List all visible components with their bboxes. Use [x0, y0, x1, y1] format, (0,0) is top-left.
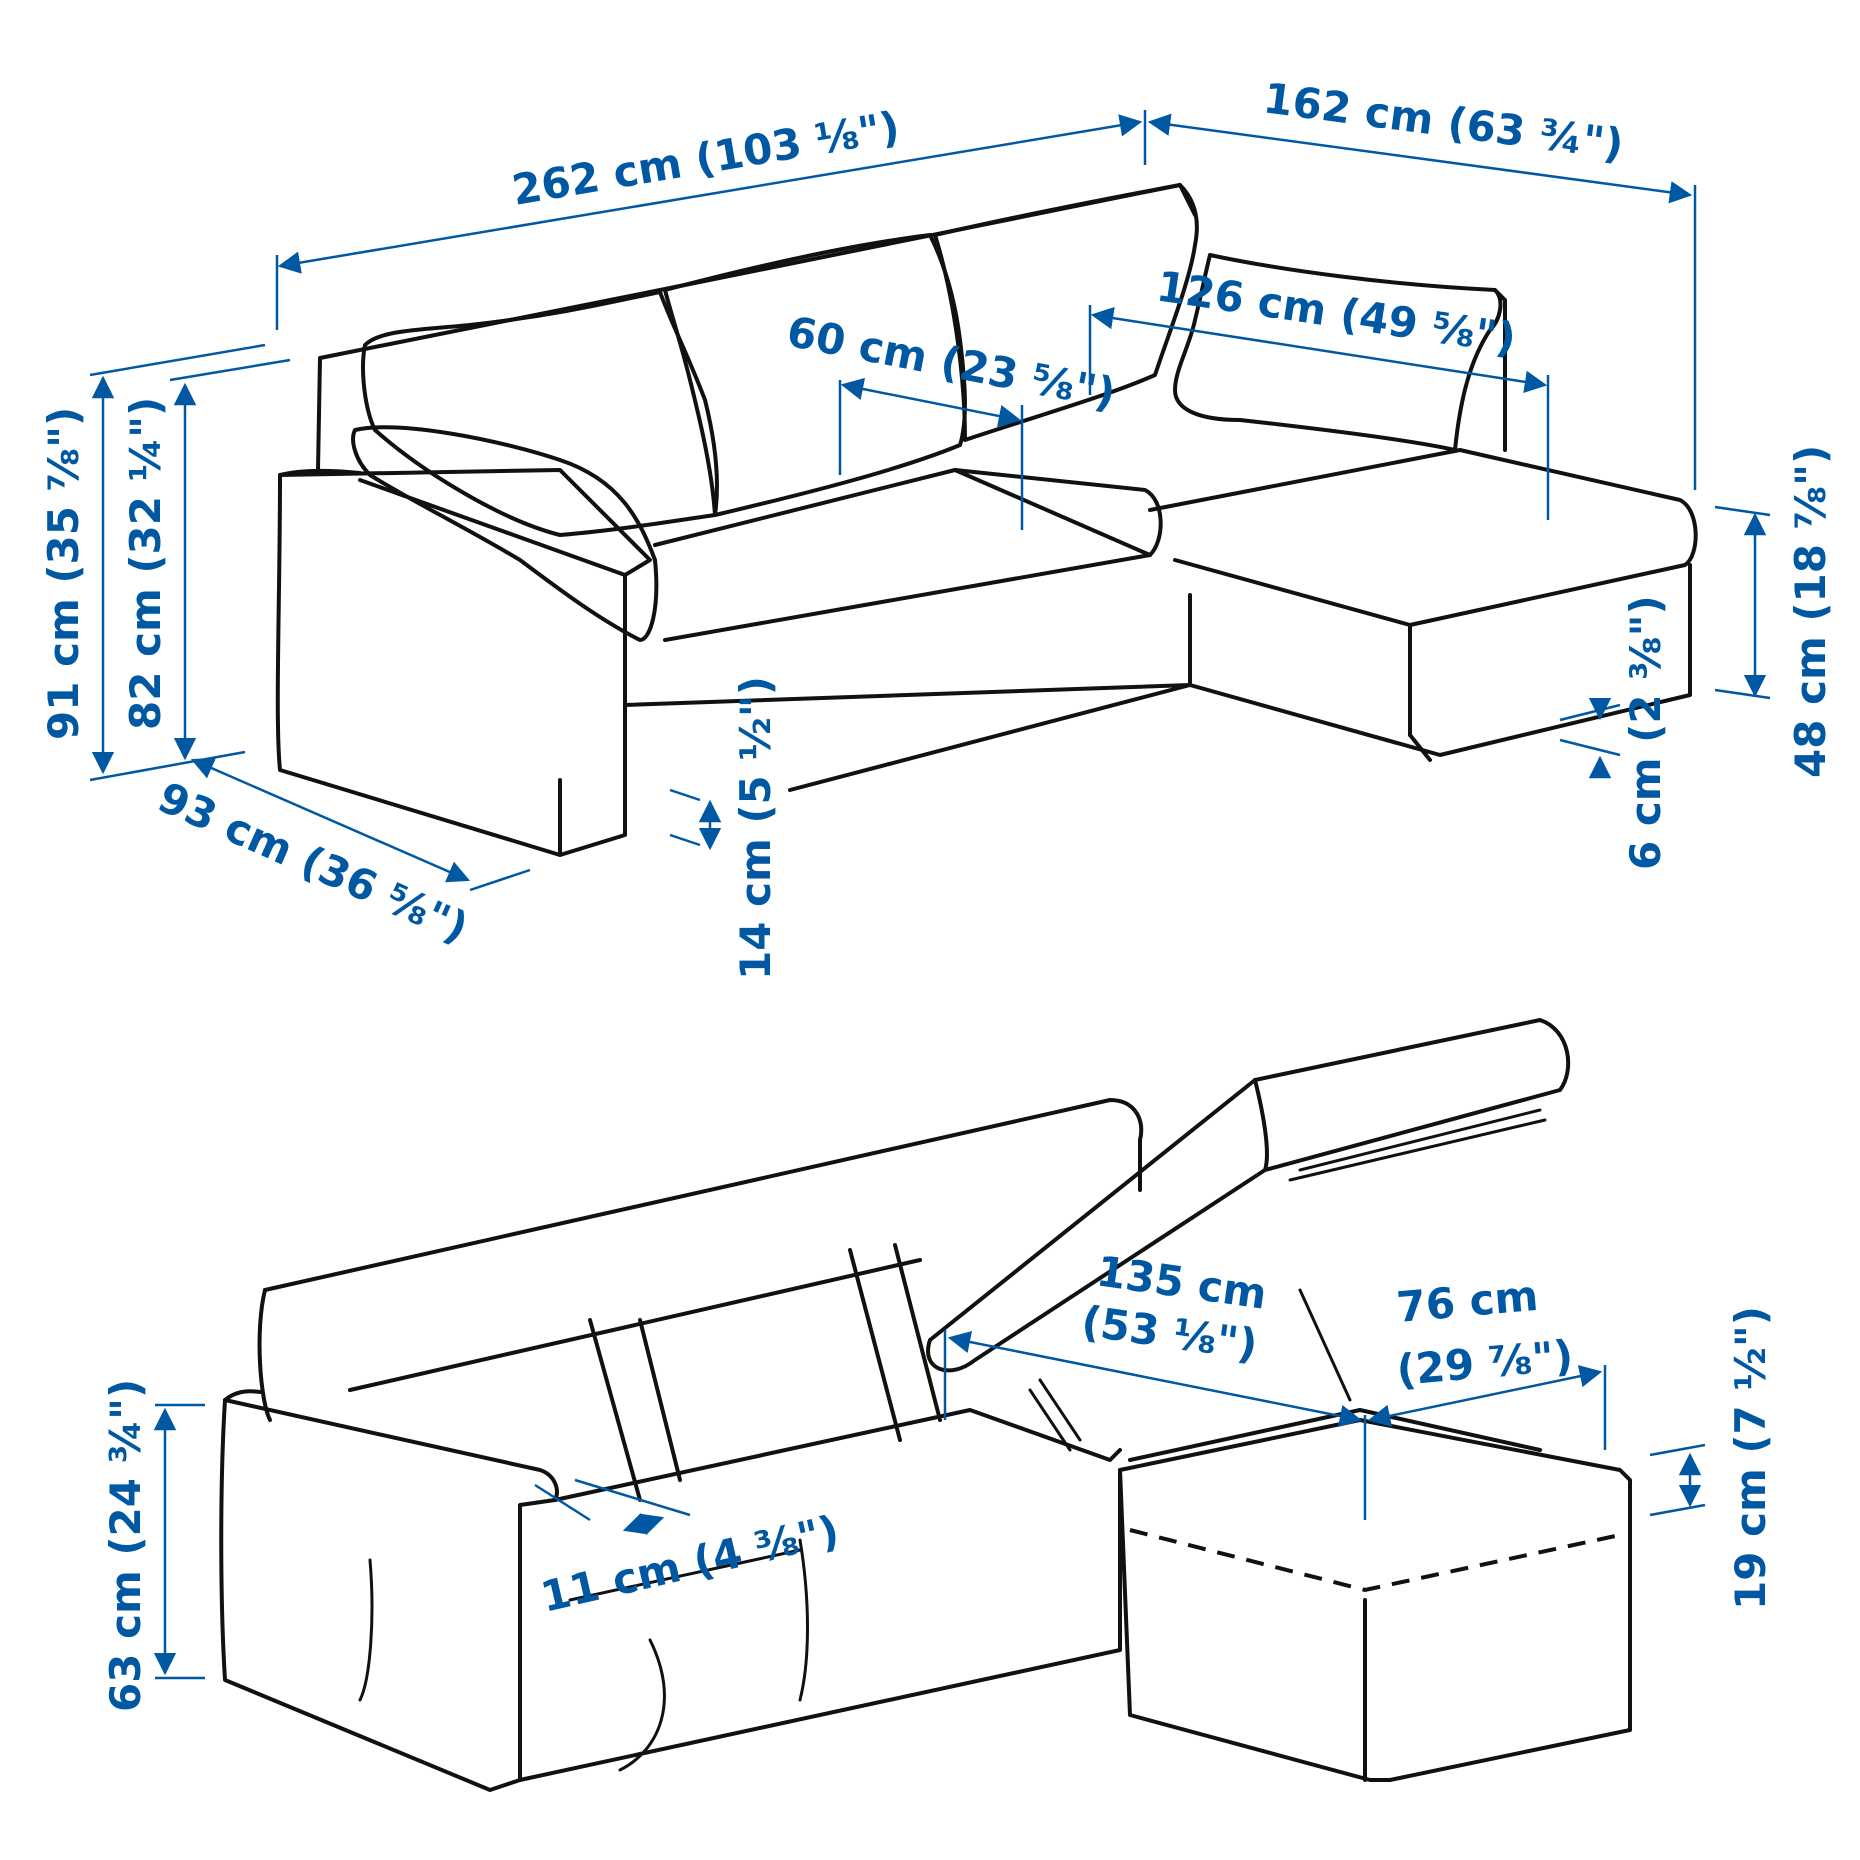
front-skirt-open	[518, 1468, 1122, 1782]
total-height-label: 91 cm (35 ⅞")	[39, 407, 88, 740]
left-armrest	[275, 468, 652, 857]
seat-height-label: 48 cm (18 ⅞")	[1786, 445, 1835, 778]
storage-compartment-outline	[1129, 1528, 1621, 1593]
leg-clearance-label: 14 cm (5 ½")	[731, 676, 780, 980]
main-seat	[653, 468, 1163, 642]
chaise-leg-clearance-label: 6 cm (2 ⅜")	[1621, 595, 1670, 870]
left-armrest-pillow	[351, 425, 659, 642]
back-height-label: 82 cm (32 ¼")	[121, 397, 170, 730]
storage-width-imperial-label: (29 ⅞")	[1395, 1331, 1575, 1395]
chaise-storage-box	[1118, 1418, 1632, 1782]
sofa-back-top	[263, 1098, 1144, 1292]
sofa-top-illustration	[275, 183, 1698, 857]
dimension-lines	[89, 110, 1771, 1680]
seat-platform	[553, 1408, 1122, 1502]
seat-depth-label: 60 cm (23 ⅝")	[783, 307, 1119, 419]
chaise-depth-label: 162 cm (63 ¾")	[1261, 73, 1627, 169]
storage-depth-label: 19 cm (7 ½")	[1726, 1306, 1775, 1610]
arm-height-label: 63 cm (24 ¾")	[101, 1379, 150, 1712]
back-cushion-left	[361, 290, 719, 537]
front-skirt	[623, 563, 1692, 792]
arm-width-label: 11 cm (4 ⅜")	[536, 1506, 843, 1622]
left-armrest-open	[219, 1398, 559, 1792]
storage-width-value-label: 76 cm	[1395, 1271, 1540, 1332]
sofa-bottom-illustration	[219, 1018, 1632, 1792]
storage-lid-raised	[926, 1018, 1571, 1373]
chaise-seat	[1148, 448, 1698, 627]
overall-width-label: 262 cm (103 ⅛")	[509, 102, 903, 215]
